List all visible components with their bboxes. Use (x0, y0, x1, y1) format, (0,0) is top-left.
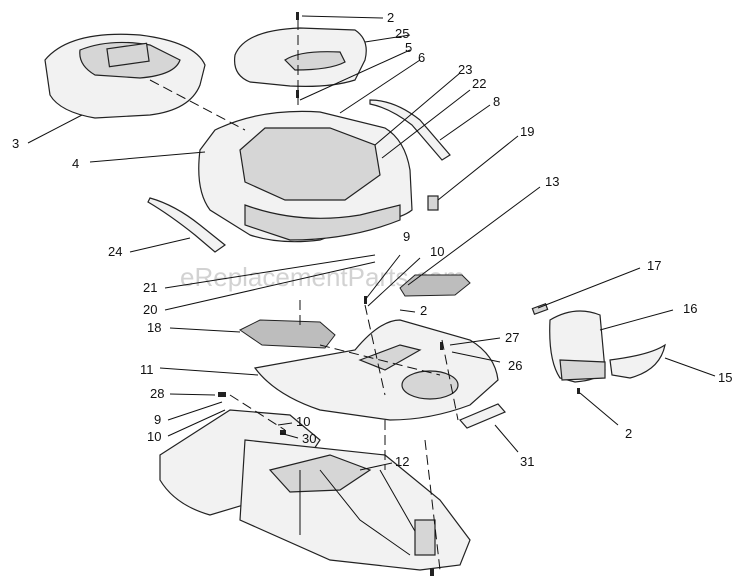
part-19-connector (427, 195, 439, 211)
callout-18: 18 (147, 320, 161, 335)
callout-15: 15 (718, 370, 732, 385)
part-17-pin (531, 303, 549, 315)
callout-9-lower: 9 (154, 412, 161, 427)
callout-24: 24 (108, 244, 122, 259)
part-18-grate (239, 319, 336, 349)
part-8-strap (369, 99, 451, 161)
callout-13: 13 (545, 174, 559, 189)
part-11-deck (253, 319, 499, 421)
callout-11: 11 (140, 362, 154, 377)
callout-10-lower-left: 10 (147, 429, 161, 444)
callout-9-upper: 9 (403, 229, 410, 244)
callout-16: 16 (683, 301, 697, 316)
part-3-seat-cover (44, 33, 206, 119)
part-4-body (198, 110, 413, 243)
callout-10-lower-right: 10 (296, 414, 310, 429)
part-12-frame (159, 409, 471, 571)
callout-5: 5 (405, 40, 412, 55)
callout-6: 6 (418, 50, 425, 65)
callout-20: 20 (143, 302, 157, 317)
callout-4: 4 (72, 156, 79, 171)
part-15-clip (609, 343, 666, 379)
callout-2-top: 2 (387, 10, 394, 25)
callout-28: 28 (150, 386, 164, 401)
callout-30: 30 (302, 431, 316, 446)
leader-lines (27, 15, 716, 471)
part-25-seat (233, 27, 367, 87)
callout-10-upper: 10 (430, 244, 444, 259)
callout-23: 23 (458, 62, 472, 77)
callout-31: 31 (520, 454, 534, 469)
callout-27: 27 (505, 330, 519, 345)
callout-12: 12 (395, 454, 409, 469)
callout-labels: 2 25 5 6 23 22 8 19 3 4 13 24 9 10 21 20… (12, 10, 732, 469)
part-16-holder (549, 310, 606, 383)
callout-19: 19 (520, 124, 534, 139)
part-13-grate (399, 274, 471, 297)
part-24-strap (147, 197, 227, 253)
callout-22: 22 (472, 76, 486, 91)
callout-25: 25 (395, 26, 409, 41)
assembly-lines (149, 20, 459, 571)
part-31-rod (459, 403, 506, 429)
callout-8: 8 (493, 94, 500, 109)
callout-2-middle: 2 (420, 303, 427, 318)
callout-26: 26 (508, 358, 522, 373)
callout-3: 3 (12, 136, 19, 151)
callout-17: 17 (647, 258, 661, 273)
callout-21: 21 (143, 280, 157, 295)
callout-2-bottom: 2 (625, 426, 632, 441)
